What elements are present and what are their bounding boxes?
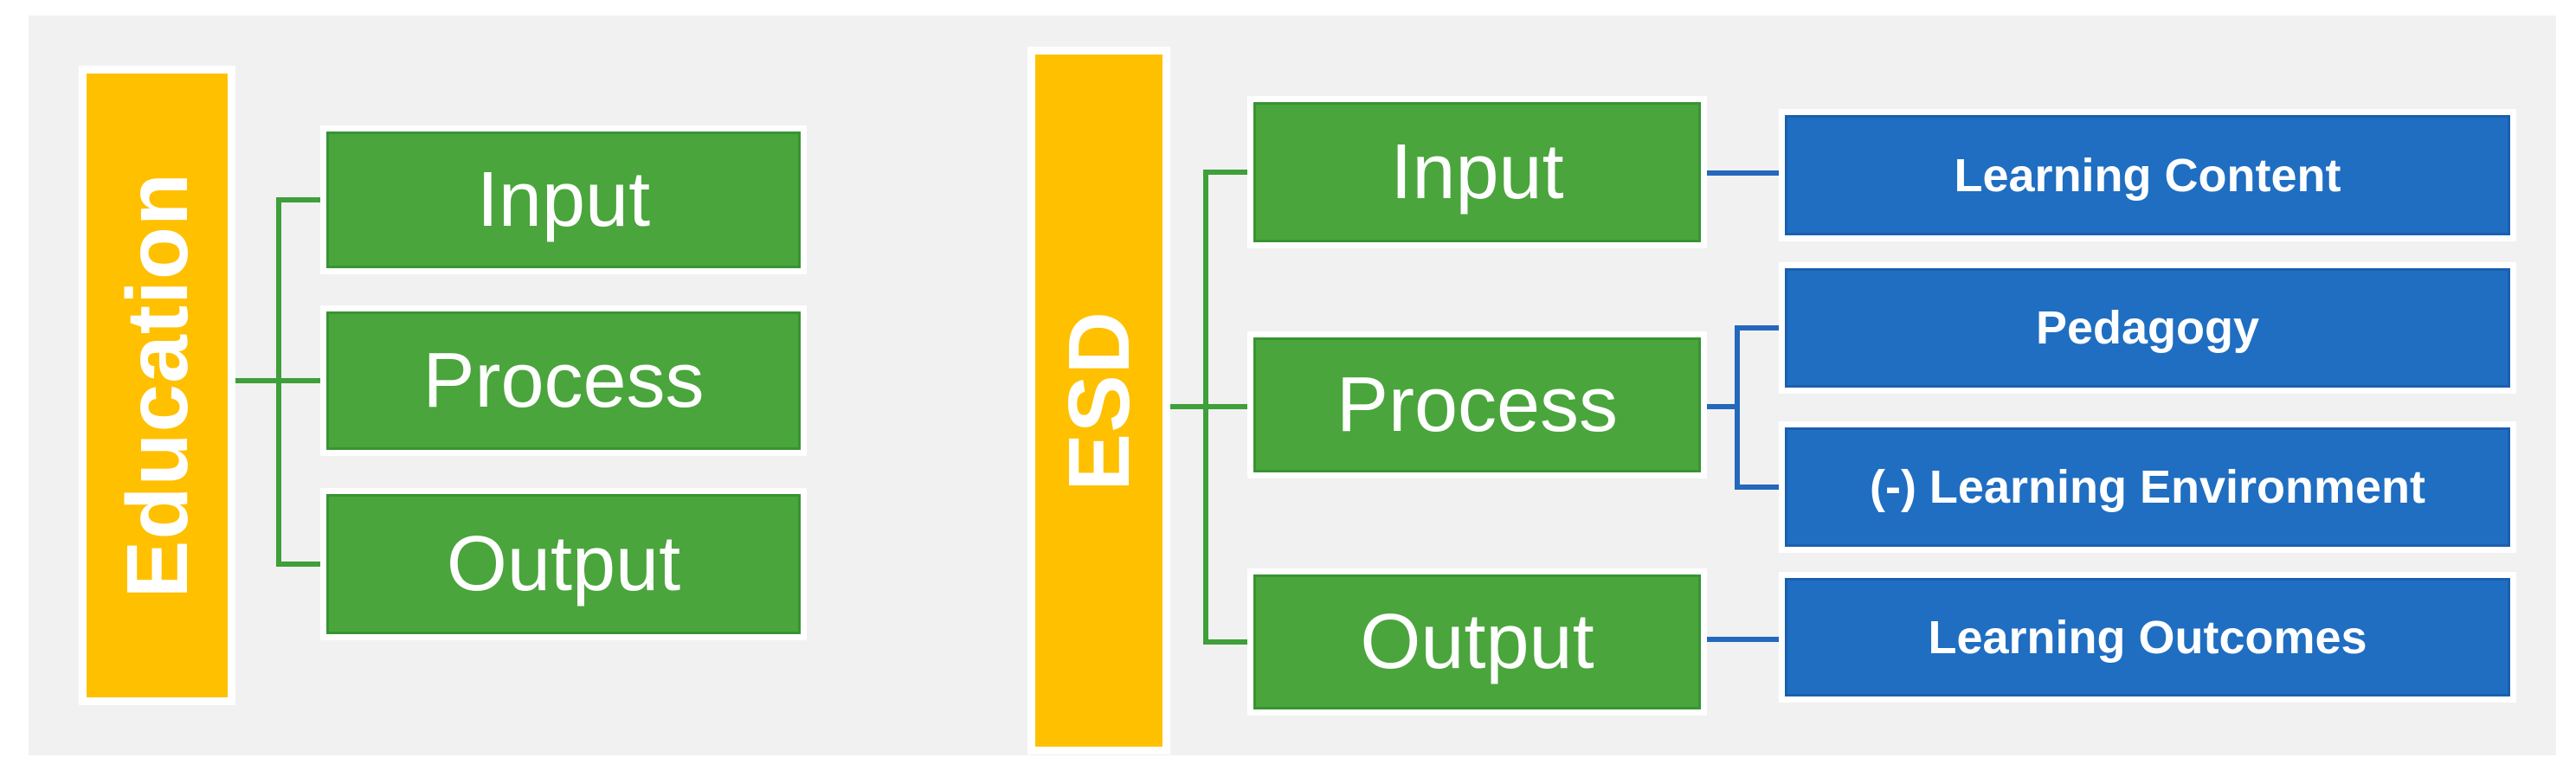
esd-connector-input-to-content <box>1698 170 1787 176</box>
esd-learning-outcomes-box: Learning Outcomes <box>1779 572 2516 703</box>
esd-output-box: Output <box>1247 568 1707 716</box>
education-output-box: Output <box>320 488 807 640</box>
esd-connector-process-spine <box>1735 325 1740 490</box>
esd-connector-stub-input <box>1203 170 1257 175</box>
esd-process-label: Process <box>1336 362 1619 448</box>
education-process-box: Process <box>320 305 807 456</box>
esd-pedagogy-label: Pedagogy <box>2035 302 2260 354</box>
education-input-label: Input <box>476 157 651 243</box>
esd-input-label: Input <box>1390 129 1564 215</box>
education-connector-stub-input <box>276 197 330 202</box>
esd-connector-process-trunk <box>1698 404 1740 409</box>
esd-connector-stub-environment <box>1735 485 1788 490</box>
esd-root-bar: ESD <box>1027 47 1170 754</box>
esd-learning-environment-label: (-) Learning Environment <box>1869 461 2425 513</box>
esd-connector-output-to-outcomes <box>1698 637 1787 642</box>
esd-learning-outcomes-label: Learning Outcomes <box>1928 611 2367 664</box>
esd-connector-stub-output <box>1203 639 1257 645</box>
esd-connector-spine <box>1203 170 1208 645</box>
esd-root-label: ESD <box>1050 310 1148 491</box>
education-output-label: Output <box>446 521 681 607</box>
esd-output-label: Output <box>1360 599 1594 685</box>
esd-connector-stub-pedagogy <box>1735 325 1788 331</box>
esd-learning-content-box: Learning Content <box>1779 109 2516 241</box>
esd-learning-environment-box: (-) Learning Environment <box>1779 421 2516 553</box>
esd-learning-content-label: Learning Content <box>1954 149 2341 202</box>
esd-process-box: Process <box>1247 331 1707 478</box>
education-input-box: Input <box>320 125 807 274</box>
esd-pedagogy-box: Pedagogy <box>1779 262 2516 394</box>
education-connector-stub-output <box>276 562 330 567</box>
education-root-bar: Education <box>79 66 235 705</box>
education-process-label: Process <box>422 337 705 424</box>
education-root-label: Education <box>108 172 206 599</box>
esd-input-box: Input <box>1247 96 1707 248</box>
education-connector-spine <box>276 197 281 567</box>
